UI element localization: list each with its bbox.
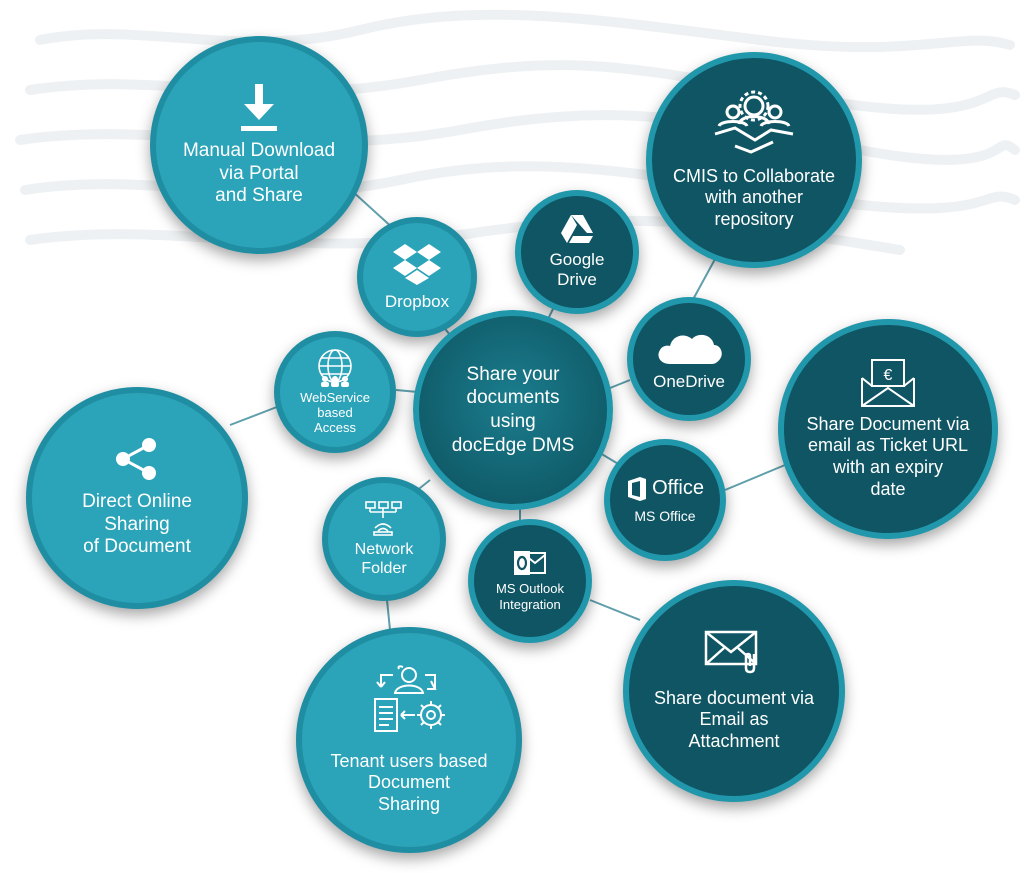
email-attachment-label-2: Email as xyxy=(699,709,769,730)
link-ticket-office xyxy=(724,464,786,491)
center-label-4: docEdge DMS xyxy=(451,434,575,456)
envelope-attachment-icon xyxy=(704,630,758,673)
tenant-workflow-icon xyxy=(374,664,445,732)
center-label-2: documents xyxy=(466,387,560,409)
cmis-node: CMIS to Collaborate with another reposit… xyxy=(646,52,862,268)
email-attachment-node: Share document via Email as Attachment xyxy=(623,580,845,802)
cloud-icon xyxy=(658,334,722,364)
office-icon xyxy=(628,476,647,501)
webservice-label-3: Access xyxy=(314,419,356,435)
manual-download-label-2: via Portal xyxy=(219,162,299,184)
google-drive-label-2: Drive xyxy=(557,270,597,289)
direct-online-label-3: of Document xyxy=(83,536,191,558)
ticket-url-label-1: Share Document via xyxy=(806,413,970,434)
manual-download-label-3: and Share xyxy=(215,185,303,207)
cmis-label-1: CMIS to Collaborate xyxy=(672,165,836,186)
network-folder-label-2: Folder xyxy=(361,560,407,577)
download-icon xyxy=(241,83,277,131)
google-drive-node: Google Drive xyxy=(515,190,639,314)
tenant-users-node: Tenant users based Document Sharing xyxy=(296,627,522,853)
center-label-3: using xyxy=(490,411,536,432)
office-brand-text: Office xyxy=(652,477,704,500)
direct-online-label-1: Direct Online xyxy=(82,490,192,512)
collaboration-icon xyxy=(714,90,794,154)
globe-users-icon xyxy=(318,349,352,388)
tenant-users-label-2: Document xyxy=(367,772,451,793)
ticket-url-label-2: email as Ticket URL xyxy=(807,435,969,456)
onedrive-label: OneDrive xyxy=(653,371,725,391)
cmis-label-3: repository xyxy=(714,208,794,229)
cmis-label-2: with another xyxy=(704,187,804,208)
dropbox-label: Dropbox xyxy=(384,291,450,311)
euro-envelope-icon: € xyxy=(861,358,915,407)
network-icon xyxy=(365,501,402,536)
ticket-url-label-4: date xyxy=(870,478,906,499)
center-label-1: Share your xyxy=(466,363,560,385)
webservice-node: WebService based Access xyxy=(274,331,396,453)
manual-download-label-1: Manual Download xyxy=(182,139,336,161)
share-icon xyxy=(116,437,156,480)
network-folder-node: Network Folder xyxy=(322,477,446,601)
webservice-label-1: WebService xyxy=(300,390,370,406)
tenant-users-label-1: Tenant users based xyxy=(330,750,488,771)
webservice-label-2: based xyxy=(317,405,353,421)
direct-online-node: Direct Online Sharing of Document xyxy=(26,387,248,609)
center-node: Share your documents using docEdge DMS xyxy=(413,310,613,510)
direct-online-label-2: Sharing xyxy=(104,513,170,535)
ms-outlook-label-2: Integration xyxy=(499,597,561,612)
ticket-url-node: € Share Document via email as Ticket URL… xyxy=(778,319,998,539)
svg-text:€: € xyxy=(884,367,893,384)
outlook-icon xyxy=(514,550,546,575)
google-drive-label-1: Google xyxy=(549,249,605,269)
dropbox-node: Dropbox xyxy=(357,217,477,337)
link-direct-webservice xyxy=(229,404,283,426)
manual-download-node: Manual Download via Portal and Share xyxy=(150,36,368,254)
office-logo: Office xyxy=(626,476,704,502)
ms-office-label: MS Office xyxy=(634,507,696,524)
email-attachment-label-3: Attachment xyxy=(688,730,780,751)
ms-outlook-node: MS Outlook Integration xyxy=(468,519,592,643)
ms-outlook-label-1: MS Outlook xyxy=(496,580,564,596)
email-attachment-label-1: Share document via xyxy=(653,687,815,708)
ms-office-node: Office MS Office xyxy=(604,439,726,561)
ticket-url-label-3: with an expiry xyxy=(832,457,944,477)
onedrive-node: OneDrive xyxy=(627,297,751,421)
network-folder-label-1: Network xyxy=(354,540,414,558)
dropbox-icon xyxy=(393,243,441,285)
tenant-users-label-3: Sharing xyxy=(377,793,441,814)
link-outlook-email xyxy=(589,599,641,621)
google-drive-icon xyxy=(561,214,593,243)
